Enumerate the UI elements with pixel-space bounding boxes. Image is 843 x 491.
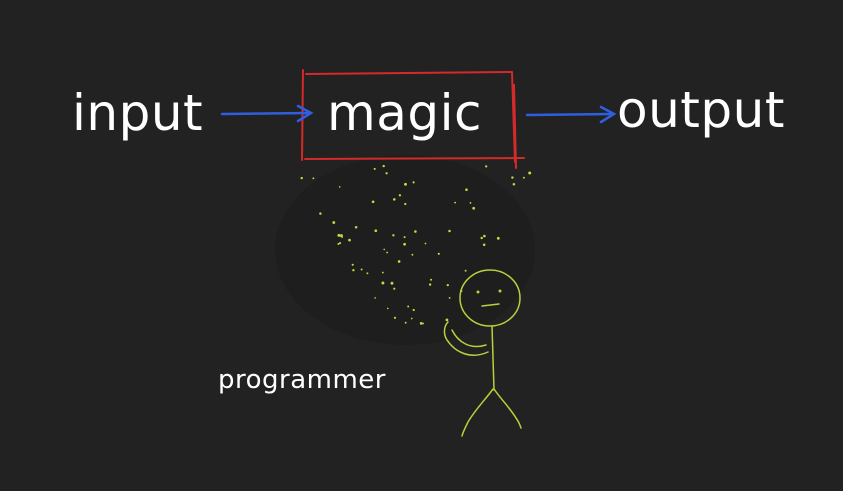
programmer-label: programmer xyxy=(218,365,386,395)
sparkle-dot xyxy=(482,243,486,247)
sparkle-dot xyxy=(419,322,423,325)
figure-eye-right xyxy=(498,289,502,293)
sparkle-dot xyxy=(407,305,410,308)
sparkle-dot xyxy=(428,283,432,286)
sparkle-dot xyxy=(485,165,488,168)
sparkle-dot xyxy=(445,318,449,322)
sparkle-dot xyxy=(393,287,396,290)
sparkle-dot xyxy=(403,242,406,246)
sparkle-dot xyxy=(410,317,413,320)
sparkle-dot xyxy=(373,167,376,170)
figure-mouth xyxy=(481,303,500,307)
sparkle-dot xyxy=(422,322,425,325)
sparkle-dot xyxy=(381,281,385,285)
sparkle-dot xyxy=(511,176,514,179)
figure-head xyxy=(459,269,521,327)
sparkle-dot xyxy=(385,172,388,175)
sparkle-dot xyxy=(404,182,407,186)
sparkle-dot xyxy=(412,181,415,184)
sparkle-dot xyxy=(424,242,427,245)
sparkle-dot xyxy=(351,263,354,266)
figure-body xyxy=(491,325,495,391)
sparkle-dot xyxy=(386,251,389,254)
sparkle-dot xyxy=(454,201,457,204)
sparkle-dot xyxy=(403,236,406,239)
sparkle-dot xyxy=(360,268,363,271)
figure-arm-back xyxy=(451,329,487,348)
sparkle-dot xyxy=(337,233,341,237)
sparkle-dot xyxy=(312,177,315,180)
sparkle-dot xyxy=(300,176,303,180)
sparkle-dot xyxy=(339,242,342,245)
arrow-input-to-magic xyxy=(220,104,314,123)
sparkle-dot xyxy=(374,297,376,299)
sparkle-dot xyxy=(496,236,500,240)
sparkle-dot xyxy=(354,225,358,229)
sparkle-dot xyxy=(437,252,440,255)
sparkle-dot xyxy=(381,271,384,274)
sparkle-dot xyxy=(446,283,449,287)
node-input: input xyxy=(72,84,204,142)
sparkle-dot xyxy=(464,269,467,272)
sparkle-dot xyxy=(465,188,468,191)
sparkle-dot xyxy=(404,321,407,324)
sparkle-dot xyxy=(319,212,322,215)
sparkle-dot xyxy=(448,229,451,233)
figure-arm xyxy=(443,321,489,356)
sparkle-dot xyxy=(337,243,340,245)
sparkle-dot xyxy=(398,194,402,197)
sparkle-dot xyxy=(430,278,433,281)
figure-leg-right xyxy=(493,388,522,429)
figure-leg-left xyxy=(461,388,494,437)
sparkle-dot xyxy=(528,171,532,175)
sparkle-dot xyxy=(397,260,401,263)
sparkle-dot xyxy=(374,229,378,233)
sparkle-dot xyxy=(366,272,369,275)
magic-sparkles xyxy=(300,164,532,325)
sparkle-dot xyxy=(480,236,483,240)
sparkle-dot xyxy=(448,297,451,299)
sparkle-dot xyxy=(483,234,486,238)
sparkle-dot xyxy=(348,238,351,242)
sparkle-dot xyxy=(392,234,395,237)
sparkle-dot xyxy=(404,202,407,206)
node-output: output xyxy=(617,81,785,139)
sparkle-dot xyxy=(383,248,386,251)
sparkle-dot xyxy=(386,307,389,310)
magic-box xyxy=(301,69,525,169)
sparkle-dot xyxy=(390,281,394,285)
sparkle-dot xyxy=(338,186,341,188)
figure-eye-left xyxy=(476,290,480,294)
node-magic: magic xyxy=(327,84,482,142)
sparkle-dot xyxy=(472,206,476,210)
sparkle-dot xyxy=(352,269,355,272)
sparkle-dot xyxy=(414,230,417,233)
programmer-figure xyxy=(443,269,522,437)
sparkle-dot xyxy=(393,198,396,201)
sparkle-dot xyxy=(339,234,343,238)
sparkle-dot xyxy=(393,316,397,319)
sparkle-dot xyxy=(522,176,525,179)
sparkle-dot xyxy=(382,164,385,168)
sparkle-dot xyxy=(371,200,375,204)
sparkle-dot xyxy=(412,308,415,312)
sparkle-dot xyxy=(512,182,516,186)
sparkle-dot xyxy=(469,202,472,204)
sparkle-dot xyxy=(411,253,414,256)
arrow-magic-to-output xyxy=(525,105,617,124)
sparkle-dot xyxy=(332,221,336,224)
